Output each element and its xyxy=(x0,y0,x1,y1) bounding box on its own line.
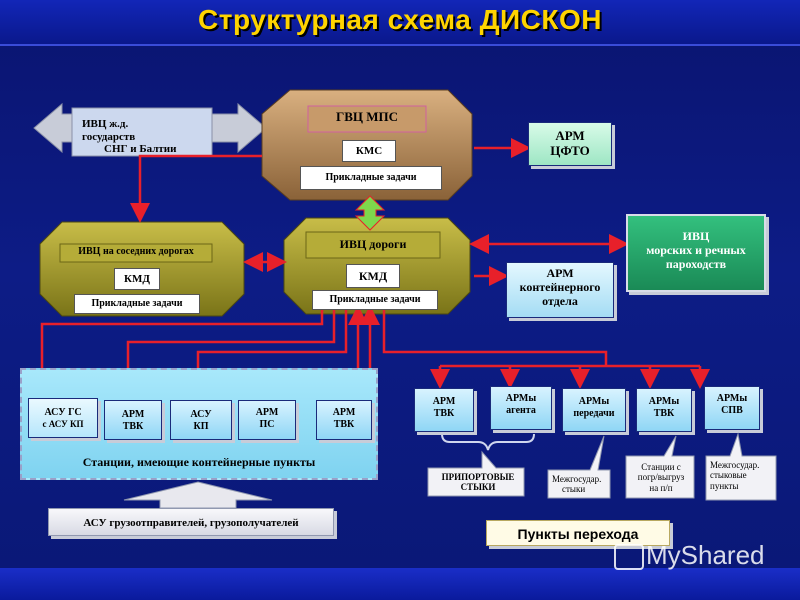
transfer-box-line2: СПВ xyxy=(721,404,743,416)
ivc-neighbor-tasks-box: Прикладные задачи xyxy=(74,294,200,314)
station-box-arm-tvk: АРМ ТВК xyxy=(104,400,162,440)
gvc-road-link-arrow xyxy=(354,195,386,231)
ivc-neighbor-label-box xyxy=(59,243,213,263)
station-box-line1: АСУ xyxy=(190,409,212,420)
transfer-box-line1: АРМы xyxy=(578,396,610,407)
gvc-tasks-box: Прикладные задачи xyxy=(300,166,442,190)
transfer-box-line1: АРМ xyxy=(432,396,456,407)
watermark: MyShared xyxy=(612,536,788,576)
callout-line3: на п/п xyxy=(649,482,673,493)
callout-line1: Межгосудар. xyxy=(710,460,760,470)
transfer-box-line1: АРМы xyxy=(648,396,680,407)
station-box-line2: ТВК xyxy=(333,418,355,430)
callout-line2: погр/выгруз xyxy=(637,472,685,483)
callout-line3: пункты xyxy=(710,480,739,491)
transfer-box-arm-tvk: АРМ ТВК xyxy=(414,388,474,432)
ivc-rail-line3: СНГ и Балтии xyxy=(104,143,177,156)
transfer-points-label: Пункты перехода xyxy=(486,520,670,546)
transfer-box-line2: ТВК xyxy=(653,407,675,419)
gvc-kms-box: КМС xyxy=(342,140,396,162)
bottom-bar xyxy=(0,568,800,600)
callout-line1: Межгосудар. xyxy=(552,474,602,484)
station-box-arm-ps: АРМ ПС xyxy=(238,400,296,440)
transfer-brace xyxy=(441,433,535,451)
callout-interstate-text: Межгосудар. стыки xyxy=(552,474,608,495)
station-box-line2: КП xyxy=(193,420,209,432)
ivc-sea-line1: ИВЦ xyxy=(682,229,710,243)
gvc-mps-label-box xyxy=(307,105,427,133)
stations-label: Станции, имеющие контейнерные пункты xyxy=(82,455,316,469)
transfer-box-spv: АРМы СПВ xyxy=(704,386,760,430)
title-bar xyxy=(0,0,800,46)
transfer-box-agent: АРМы агента xyxy=(490,386,552,430)
callout-line1: Станции с xyxy=(641,462,681,472)
station-box-line2: ТВК xyxy=(122,420,144,432)
callout-stations-text: Станции с погр/выгруз на п/п xyxy=(630,462,692,493)
callout-line2: СТЫКИ xyxy=(460,482,496,493)
ivc-rail-states-label: ИВЦ ж.д. государств СНГ и Балтии xyxy=(82,118,222,156)
ivc-sea-line2: морских и речных xyxy=(646,242,746,257)
arm-cfto-line2: ЦФТО xyxy=(550,142,590,158)
gvc-mps-title: ГВЦ МПС xyxy=(335,109,399,124)
ivc-rail-line2: государств xyxy=(82,130,136,143)
station-box-line2: с АСУ КП xyxy=(42,418,84,429)
station-box-line1: АРМ xyxy=(255,407,279,418)
ivc-neighbor-title: ИВЦ на соседних дорогах xyxy=(78,246,194,257)
ivc-road-kmd-box: КМД xyxy=(346,264,400,288)
station-box-line1: АРМ xyxy=(332,407,356,418)
arm-container-box: АРМ контейнерного отдела xyxy=(506,262,614,318)
transfer-box-tvk: АРМы ТВК xyxy=(636,388,692,432)
ivc-sea-line3: пароходств xyxy=(665,256,727,271)
transfer-box-line2: передачи xyxy=(573,407,615,419)
ivc-sea-box: ИВЦ морских и речных пароходств xyxy=(626,214,766,292)
ivc-neighbor-kmd-box: КМД xyxy=(114,268,160,290)
station-box-line1: АРМ xyxy=(121,409,145,420)
callout-junction-text: Межгосудар. стыковые пункты xyxy=(710,460,776,491)
ivc-rail-line1: ИВЦ ж.д. xyxy=(82,118,129,130)
callout-line2: стыки xyxy=(562,484,586,495)
watermark-logo-icon xyxy=(614,544,644,570)
shippers-up-arrow xyxy=(123,481,273,509)
station-box-line2: ПС xyxy=(259,418,275,430)
arm-cfto-box: АРМ ЦФТО xyxy=(528,122,612,166)
arm-container-line2: контейнерного xyxy=(519,279,601,294)
arm-cfto-line1: АРМ xyxy=(555,128,585,143)
callout-line2: стыковые xyxy=(710,470,747,481)
ivc-road-title: ИВЦ дороги xyxy=(339,237,407,251)
station-box-arm-tvk-2: АРМ ТВК xyxy=(316,400,372,440)
ivc-rail-states-shape xyxy=(33,102,267,157)
slide-title: Структурная схема ДИСКОН xyxy=(198,4,602,35)
transfer-box-line2: агента xyxy=(506,404,536,416)
ivc-road-label-box xyxy=(305,231,441,259)
ivc-road-tasks-box: Прикладные задачи xyxy=(312,290,438,310)
watermark-text: MyShared xyxy=(646,540,765,570)
station-box-asu-gs: АСУ ГС с АСУ КП xyxy=(28,398,98,438)
station-box-line1: АСУ ГС xyxy=(44,407,82,418)
callout-port-text: ПРИПОРТОВЫЕ СТЫКИ xyxy=(434,472,522,493)
transfer-box-line2: ТВК xyxy=(433,407,455,419)
arm-container-line1: АРМ xyxy=(546,266,574,280)
arm-container-line3: отдела xyxy=(542,293,578,308)
asu-shippers-box: АСУ грузоотправителей, грузополучателей xyxy=(48,508,334,536)
callout-line1: ПРИПОРТОВЫЕ xyxy=(441,472,515,482)
transfer-box-line1: АРМы xyxy=(505,393,537,404)
station-box-asu-kp: АСУ КП xyxy=(170,400,232,440)
transfer-box-transfer: АРМы передачи xyxy=(562,388,626,432)
transfer-box-line1: АРМы xyxy=(716,393,748,404)
